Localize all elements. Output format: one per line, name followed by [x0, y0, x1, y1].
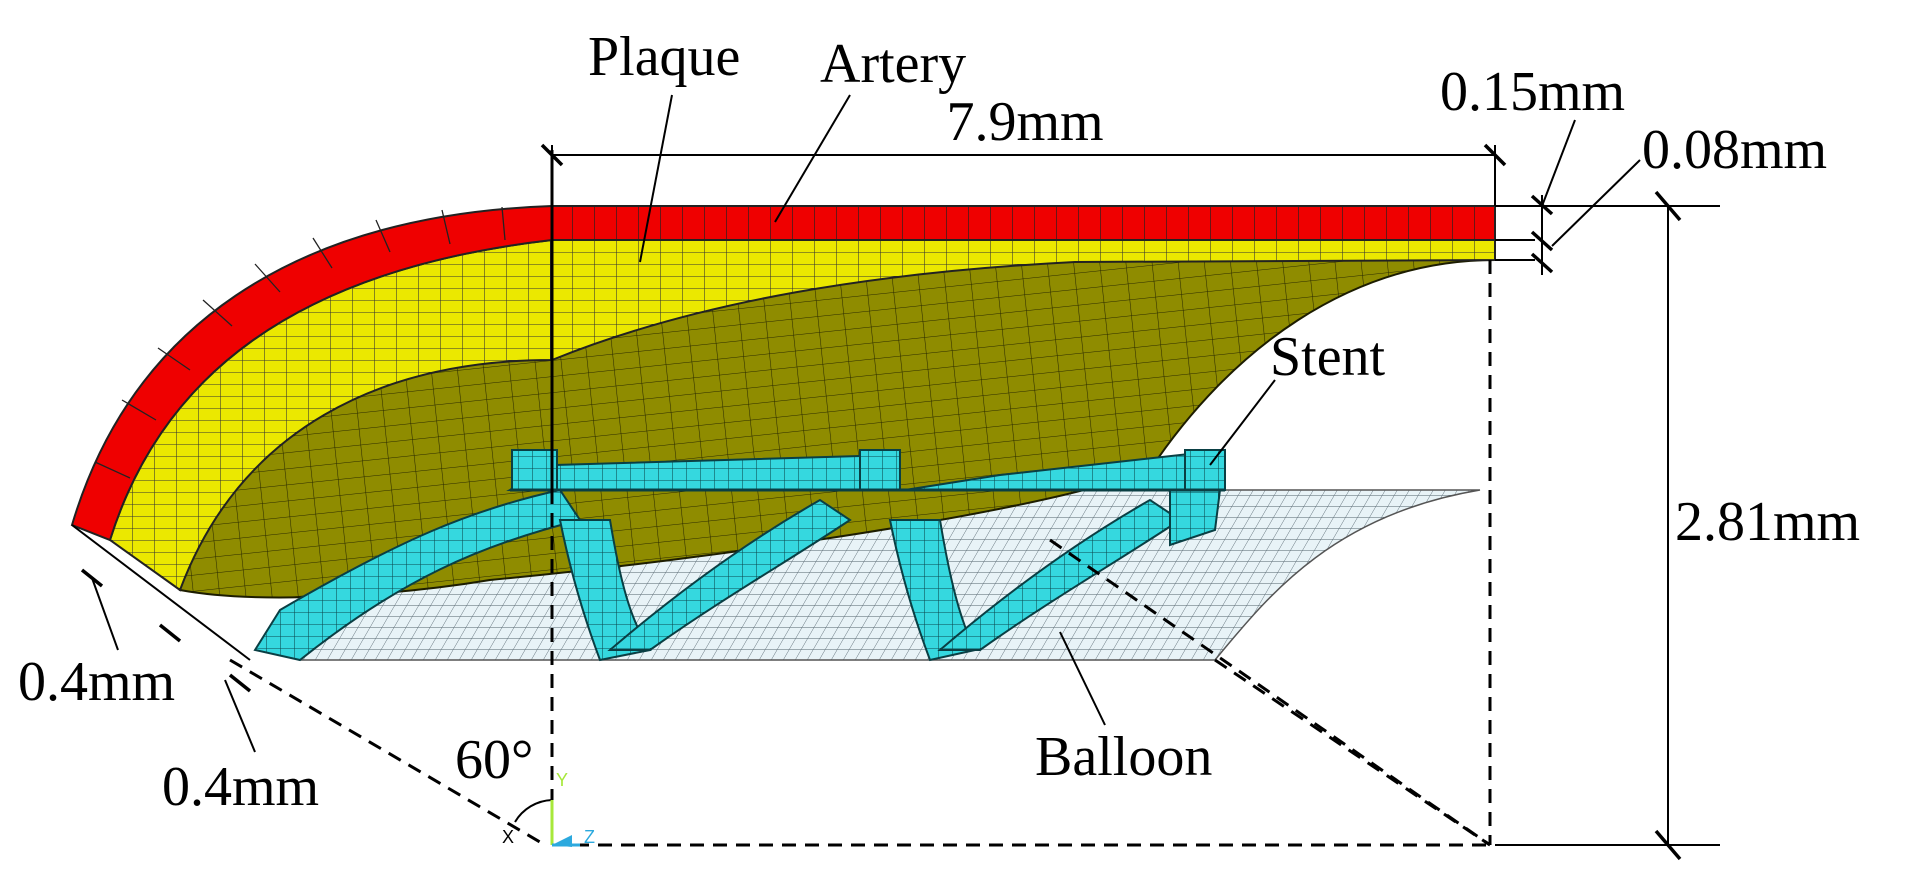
axis-z-label: Z: [584, 827, 595, 847]
plaque-leader: [639, 94, 673, 263]
angle-label: 60°: [455, 729, 533, 791]
coordinate-triad: Y Z X: [502, 770, 595, 847]
axis-y-label: Y: [556, 770, 568, 790]
stent-leader: [1209, 379, 1276, 466]
left-dashed: [229, 658, 546, 847]
balloon-dashed: [1214, 658, 1491, 847]
artery-curved-mesh: [71, 206, 506, 541]
angle-marker: 60°: [455, 729, 553, 823]
label-stent: Stent: [1270, 326, 1386, 388]
dimension-artery-thickness-label: 0.15mm: [1440, 61, 1625, 123]
artery-straight-band: [551, 205, 1496, 241]
axis-x-label: X: [502, 827, 514, 847]
dimension-height: 2.81mm: [1495, 190, 1860, 861]
dimension-left: 0.4mm 0.4mm: [18, 524, 319, 818]
dimension-length-label: 7.9mm: [946, 91, 1103, 153]
label-artery: Artery: [820, 33, 966, 95]
dimension-height-label: 2.81mm: [1675, 491, 1860, 553]
artery-leader: [774, 94, 851, 223]
label-balloon: Balloon: [1035, 726, 1212, 788]
label-plaque: Plaque: [588, 26, 740, 88]
dimension-plaque-thickness-label: 0.08mm: [1642, 119, 1827, 181]
plaque-straight-band: [551, 239, 1496, 362]
stent: [253, 448, 1226, 662]
dimension-length: 7.9mm: [540, 91, 1507, 206]
dimension-left-inner-label: 0.4mm: [18, 651, 175, 713]
dimension-left-outer-label: 0.4mm: [162, 756, 319, 818]
balloon-leader: [1059, 631, 1106, 726]
dimension-thickness: 0.15mm 0.08mm: [1440, 61, 1827, 275]
